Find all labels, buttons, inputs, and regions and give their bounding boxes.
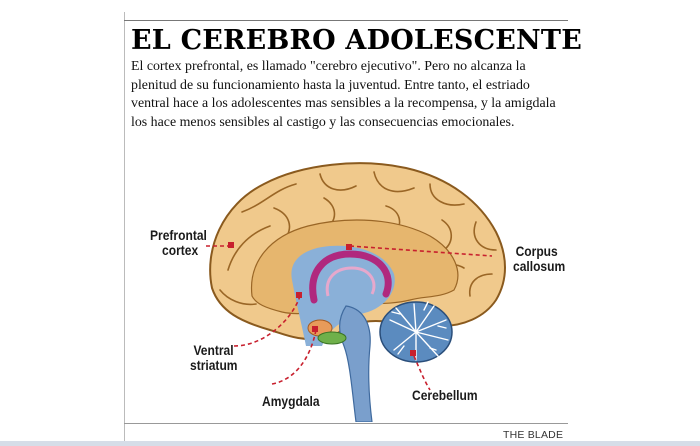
label-ventral-striatum: Ventral striatum [190,342,238,373]
leader-markers [228,242,416,356]
bottom-strip [0,441,700,446]
fornix [325,266,376,297]
label-cerebellum: Cerebellum [412,387,478,403]
striatum-leader [233,295,301,347]
label-corpus-callosum: Corpus callosum [513,243,566,274]
label-prefrontal-cortex: Prefrontal cortex [150,227,207,258]
label-amygdala: Amygdala [262,393,320,409]
page-title: EL CEREBRO ADOLESCENTE [131,25,582,56]
amygdala-region [317,331,347,345]
source-credit: THE BLADE [503,429,564,441]
intro-paragraph: El cortex prefrontal, es llamado "cerebr… [131,59,556,130]
callosum-leader [349,245,493,257]
amygdala-leader [271,329,317,385]
leader-lines [206,245,493,391]
brain-diagram [206,162,506,422]
brainstem [339,305,373,422]
cerebellum-leader [413,355,431,391]
top-rule [124,20,568,21]
bottom-rule [124,423,568,424]
corpus-callosum [309,250,392,304]
panel-left-border [124,12,125,442]
